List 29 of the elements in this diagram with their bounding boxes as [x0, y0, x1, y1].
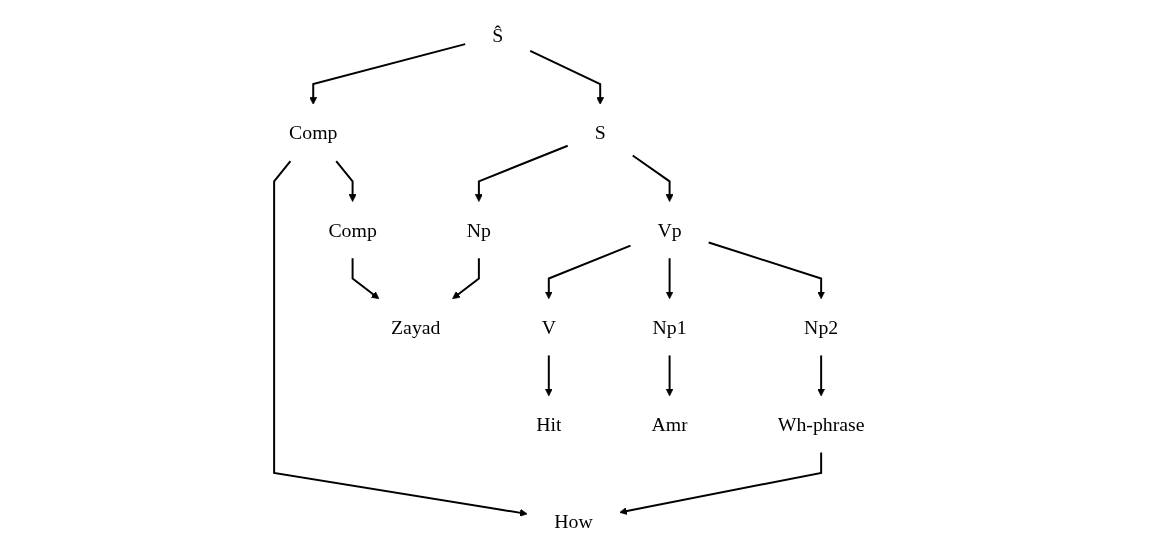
arrow — [452, 257, 481, 300]
arrow — [707, 241, 826, 300]
node-text: Comp — [328, 218, 377, 242]
arrow — [273, 160, 528, 517]
node-text: V — [541, 315, 557, 339]
node-text: Ŝ — [492, 24, 504, 47]
node-text: Np2 — [804, 315, 839, 339]
arrow — [545, 244, 632, 300]
arrow — [665, 257, 674, 300]
arrow — [817, 354, 826, 397]
arrow — [309, 43, 467, 105]
arrow — [631, 154, 674, 202]
arrow — [665, 354, 674, 397]
arrow — [351, 257, 380, 300]
node-text: Comp — [289, 121, 338, 144]
node-text: Vp — [657, 218, 682, 242]
node-text: S — [594, 121, 606, 144]
node-text: Hit — [536, 413, 562, 436]
node-text: Np1 — [652, 315, 687, 339]
arrow — [529, 49, 605, 105]
arrow — [475, 144, 569, 202]
node-text: Zayad — [391, 315, 441, 339]
node-text: Amr — [651, 413, 688, 436]
node-text: Wh-phrase — [777, 413, 865, 436]
arrow — [619, 451, 823, 515]
arrow — [335, 160, 357, 202]
node-text: Np — [466, 218, 492, 242]
node-text: How — [554, 510, 593, 533]
arrow — [545, 354, 553, 397]
